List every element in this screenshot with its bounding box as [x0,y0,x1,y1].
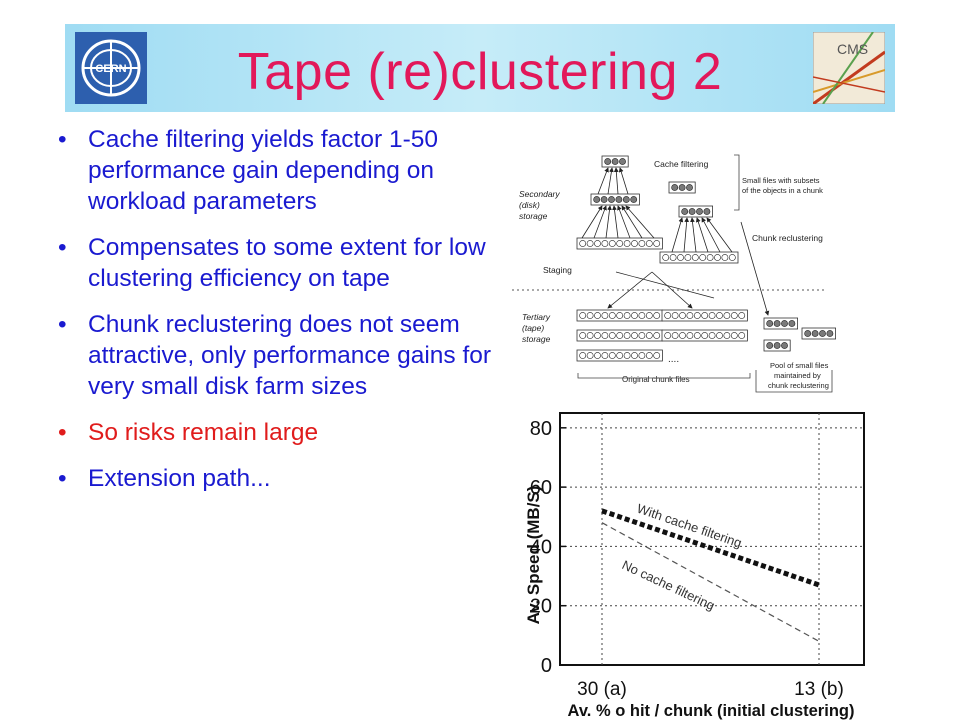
diagram-label: (tape) [522,323,544,333]
diagram-label: Chunk reclustering [752,233,823,243]
y-tick-label: 20 [530,596,552,618]
series-line-0 [601,508,820,588]
diagram-arrow [683,217,690,253]
diagram-arrow [607,167,614,195]
y-tick-label: 40 [530,536,552,558]
file-box [763,317,798,330]
file-box [576,329,663,342]
diagram-label: Original chunk files [622,375,690,384]
diagram-arrow [651,271,693,309]
diagram-arrow [613,167,619,195]
file-box [601,155,629,168]
svg-text:CMS: CMS [837,41,868,57]
plot-frame [559,412,865,666]
file-box [590,193,640,206]
y-tick-label: 0 [541,655,552,677]
diagram-label: Cache filtering [654,159,709,169]
cern-logo-icon: CERN [75,32,147,104]
diagram-label: storage [522,334,551,344]
file-box [576,237,663,250]
diagram-arrow [617,205,631,239]
file-box [678,205,713,218]
diagram-label: Tertiary [522,312,551,322]
file-box [668,181,696,194]
diagram-label: Small files with subsets [742,176,820,185]
diagram-arrow [621,205,643,239]
diagram-arrow [607,271,653,309]
diagram-label: .... [668,354,679,365]
page-title: Tape (re)clustering 2 [237,43,723,101]
file-box [576,349,663,362]
diagram-arrow [618,167,629,195]
diagram-label: storage [519,211,548,221]
bullet-list: Cache filtering yields factor 1-50 perfo… [52,124,522,509]
diagram-label: maintained by [774,371,821,380]
file-box [763,339,791,352]
file-box [661,309,748,322]
diagram-label: Pool of small files [770,361,829,370]
diagram-arrow [625,205,655,239]
clustering-diagram: Secondary (disk) storage Cache filtering… [512,154,836,393]
svg-text:CERN: CERN [95,63,126,75]
bullet-item: Cache filtering yields factor 1-50 perfo… [52,124,522,217]
file-box [661,329,748,342]
bullet-item: So risks remain large [52,417,522,448]
diagram-label: Secondary [519,189,560,199]
title-bar: CERN Tape (re)clustering 2 CMS [65,24,895,112]
cms-logo-icon: CMS [813,32,885,104]
bullet-item: Compensates to some extent for low clust… [52,232,522,294]
x-axis-label: Av. % o hit / chunk (initial clustering) [568,702,855,720]
series-label-no-cache: No cache filtering [620,557,717,613]
diagram-arrow [740,221,770,316]
series-line-1 [601,522,820,642]
file-box [801,327,836,340]
diagram-arrow [605,205,612,239]
y-axis-label: Av. Speed (MB/S) [524,486,543,625]
file-box [659,251,739,264]
file-box [576,309,663,322]
x-tick-label: 13 (b) [794,679,844,700]
diagram-arrow [581,205,603,239]
diagram-arrow [597,167,609,195]
y-tick-label: 60 [530,477,552,499]
bullet-item: Extension path... [52,463,522,494]
x-tick-label: 30 (a) [577,679,627,700]
diagram-arrow [612,205,619,239]
diagram-arrow [706,217,733,253]
bullet-item: Chunk reclustering does not seem attract… [52,309,522,402]
diagram-arrow [593,205,607,239]
diagram-label: chunk reclustering [768,381,829,390]
diagram-label: of the objects in a chunk [742,186,823,195]
diagram-arrow [695,217,709,253]
diagram-label: (disk) [519,200,540,210]
diagram-arrow [690,217,697,253]
diagram-label: Staging [543,265,572,275]
diagram-arrow [701,217,721,253]
diagram-arrow [671,217,684,253]
y-tick-label: 80 [530,418,552,440]
